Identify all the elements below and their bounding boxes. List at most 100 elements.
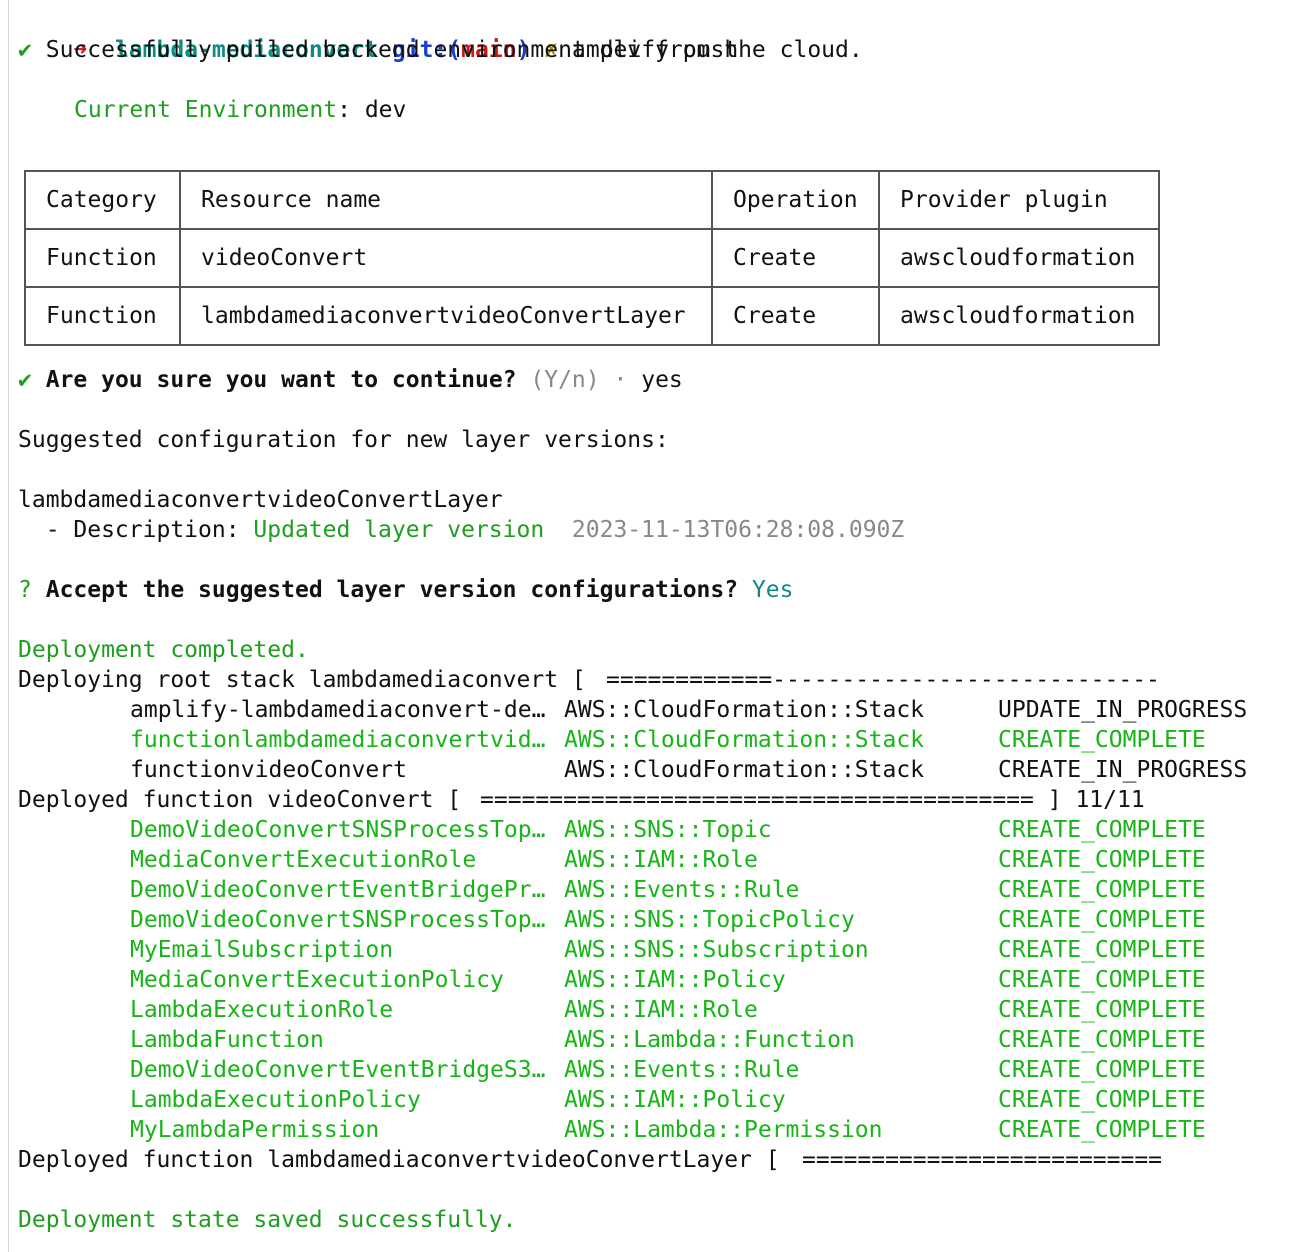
- resource-name: amplify-lambdamediaconvert-de…: [130, 697, 546, 723]
- cell-operation: Create: [711, 228, 880, 288]
- cell-provider-plugin: awscloudformation: [878, 286, 1160, 346]
- resource-status: CREATE_COMPLETE: [998, 1117, 1206, 1143]
- resource-status: CREATE_COMPLETE: [998, 937, 1206, 963]
- header-operation: Operation: [711, 170, 880, 230]
- git-label-close: ): [516, 37, 531, 63]
- confirm-answer: yes: [641, 367, 683, 393]
- layer-name: lambdamediaconvertvideoConvertLayer: [18, 487, 503, 513]
- resource-name: DemoVideoConvertEventBridgeS3…: [130, 1057, 546, 1083]
- resource-name: LambdaFunction: [130, 1027, 324, 1053]
- prompt-arrow-icon: ➜: [73, 37, 88, 63]
- resource-name: DemoVideoConvertSNSProcessTop…: [130, 907, 546, 933]
- deployment-completed-text: Deployment completed.: [18, 637, 309, 663]
- separator-dot-icon: ·: [613, 367, 628, 393]
- resource-name: functionvideoConvert: [130, 757, 407, 783]
- progress-bar-tail: ]: [1033, 787, 1076, 813]
- cell-resource-name: videoConvert: [179, 228, 713, 288]
- cell-operation: Create: [711, 286, 880, 346]
- resource-type: AWS::IAM::Role: [564, 997, 758, 1023]
- current-env-label: Current Environment: [74, 97, 338, 123]
- resource-name: LambdaExecutionPolicy: [130, 1087, 421, 1113]
- confirm-line: ✔ Are you sure you want to continue? (Y/…: [18, 365, 683, 395]
- prompt-line: ➜ lambda-mediaconvert git:(main) ✗ ampli…: [18, 5, 738, 63]
- header-resource-name: Resource name: [179, 170, 713, 230]
- pulled-text: Successfully pulled backend environment …: [45, 37, 863, 63]
- header-category: Category: [24, 170, 181, 230]
- resource-status: CREATE_COMPLETE: [998, 817, 1206, 843]
- progress-fill: ========================================: [480, 787, 1034, 813]
- resource-status: CREATE_COMPLETE: [998, 1027, 1206, 1053]
- accept-answer: Yes: [751, 577, 794, 603]
- resource-status: CREATE_COMPLETE: [998, 847, 1206, 873]
- resource-type: AWS::SNS::Topic: [564, 817, 772, 843]
- resource-name: DemoVideoConvertEventBridgePr…: [130, 877, 546, 903]
- resource-status: CREATE_COMPLETE: [998, 997, 1206, 1023]
- dirty-mark-icon: ✗: [544, 37, 559, 63]
- video-fn-label: Deployed function videoConvert [: [18, 787, 475, 813]
- resource-type: AWS::Lambda::Permission: [564, 1117, 883, 1143]
- resource-type: AWS::Lambda::Function: [564, 1027, 855, 1053]
- resource-name: MediaConvertExecutionPolicy: [130, 967, 504, 993]
- progress-fill: ==========================: [802, 1147, 1163, 1173]
- table-row: Function lambdamediaconvertvideoConvertL…: [24, 286, 1160, 346]
- layer-fn-progress-bar: ==========================: [802, 1145, 1162, 1175]
- description-timestamp: 2023-11-13T06:28:08.090Z: [571, 517, 905, 543]
- deployment-saved-text: Deployment state saved successfully.: [18, 1207, 517, 1233]
- resource-status: CREATE_COMPLETE: [998, 967, 1206, 993]
- command-text: amplify push: [572, 37, 739, 63]
- resource-status: CREATE_COMPLETE: [998, 1087, 1206, 1113]
- cell-resource-name: lambdamediaconvertvideoConvertLayer: [179, 286, 713, 346]
- resource-type: AWS::SNS::Subscription: [564, 937, 869, 963]
- current-env-line: Current Environment: dev: [74, 95, 406, 125]
- resource-name: LambdaExecutionRole: [130, 997, 394, 1023]
- resource-name: MediaConvertExecutionRole: [130, 847, 477, 873]
- root-stack-label: Deploying root stack lambdamediaconvert …: [18, 667, 600, 693]
- video-fn-progress-bar: ========================================…: [480, 785, 1145, 815]
- progress-count: 11/11: [1075, 787, 1145, 813]
- cell-category: Function: [24, 228, 181, 288]
- resource-type: AWS::Events::Rule: [564, 877, 800, 903]
- resource-status: CREATE_COMPLETE: [998, 907, 1206, 933]
- resources-table: Category Resource name Operation Provide…: [24, 170, 1160, 346]
- current-env-sep: :: [337, 97, 365, 123]
- resource-type: AWS::CloudFormation::Stack: [564, 757, 925, 783]
- description-value: Updated layer version: [253, 517, 545, 543]
- progress-fill: ============: [606, 667, 773, 693]
- resource-status: CREATE_COMPLETE: [998, 727, 1206, 753]
- resource-type: AWS::CloudFormation::Stack: [564, 697, 925, 723]
- description-label: - Description:: [18, 517, 254, 543]
- accept-line: ? Accept the suggested layer version con…: [18, 575, 793, 605]
- resource-name: DemoVideoConvertSNSProcessTop…: [130, 817, 546, 843]
- suggested-config-text: Suggested configuration for new layer ve…: [18, 427, 669, 453]
- confirm-hint: (Y/n): [530, 367, 600, 393]
- layer-description-line: - Description: Updated layer version 202…: [18, 515, 905, 545]
- resource-name: MyEmailSubscription: [130, 937, 394, 963]
- resource-status: CREATE_COMPLETE: [998, 877, 1206, 903]
- resource-status: UPDATE_IN_PROGRESS: [998, 697, 1248, 723]
- accept-question: Accept the suggested layer version confi…: [45, 577, 739, 603]
- git-label: git:(: [391, 37, 462, 63]
- progress-remaining: ----------------------------: [772, 667, 1160, 693]
- resource-name: functionlambdamediaconvertvid…: [130, 727, 546, 753]
- resource-status: CREATE_COMPLETE: [998, 1057, 1206, 1083]
- resource-type: AWS::CloudFormation::Stack: [564, 727, 925, 753]
- resource-name: MyLambdaPermission: [130, 1117, 380, 1143]
- resource-type: AWS::IAM::Policy: [564, 967, 786, 993]
- resource-type: AWS::IAM::Role: [564, 847, 758, 873]
- git-branch: main: [461, 37, 517, 63]
- root-stack-progress-bar: ============----------------------------: [606, 665, 1160, 695]
- cell-provider-plugin: awscloudformation: [878, 228, 1160, 288]
- prompt-directory: lambda-mediaconvert: [114, 37, 379, 63]
- layer-fn-label: Deployed function lambdamediaconvertvide…: [18, 1147, 794, 1173]
- table-row: Function videoConvert Create awscloudfor…: [24, 228, 1160, 288]
- table-header-row: Category Resource name Operation Provide…: [24, 170, 1160, 230]
- current-env-value: dev: [364, 97, 407, 123]
- resource-status: CREATE_IN_PROGRESS: [998, 757, 1248, 783]
- check-icon: ✔: [18, 367, 32, 393]
- check-icon: ✔: [18, 37, 32, 63]
- resource-type: AWS::IAM::Policy: [564, 1087, 786, 1113]
- pulled-line: ✔ Successfully pulled backend environmen…: [18, 35, 863, 65]
- confirm-question: Are you sure you want to continue?: [45, 367, 517, 393]
- resource-type: AWS::Events::Rule: [564, 1057, 800, 1083]
